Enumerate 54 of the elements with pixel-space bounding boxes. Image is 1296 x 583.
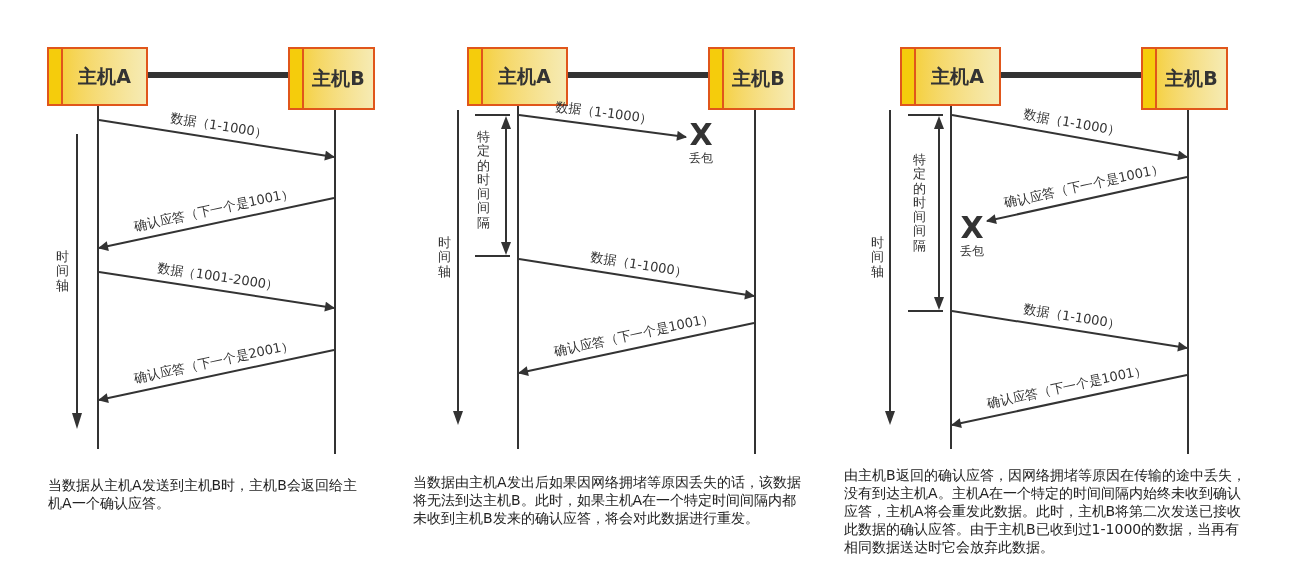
edge-label: 数据（1001-2000）	[156, 259, 281, 295]
connection-line	[568, 72, 708, 78]
caption-text: 由主机B返回的确认应答，因网络拥堵等原因在传输的途中丢失，没有到达主机A。主机A在一个特定的时间间隔内始终未收到确认应答，主机A将会重发此数据。此时，主机B将第二次发送已接收此数据的确认应答。由于主机B已收到过1-1000的数据，当再有相同数据送达时它会放弃此数据。	[844, 466, 1247, 556]
lost-label: 丢包	[689, 150, 713, 166]
host-box	[47, 47, 148, 106]
lifeline	[754, 110, 756, 454]
host-label: 主机B	[732, 66, 785, 92]
host-box	[708, 47, 795, 110]
caption-text: 当数据由主机A发出后如果因网络拥堵等原因丢失的话，该数据将无法到达主机B。此时，如果主机A在一个特定时间间隔内都未收到主机B发来的确认应答，将会对此数据进行重发。	[413, 473, 802, 527]
edge-label: 确认应答（下一个是2001）	[132, 337, 296, 388]
edge-label: 确认应答（下一个是1001）	[1002, 160, 1166, 212]
lifeline	[950, 106, 952, 449]
host-label: 主机A	[931, 64, 984, 90]
message-arrow	[518, 322, 755, 376]
host-label: 主机A	[78, 64, 131, 90]
message-arrow	[98, 271, 335, 312]
edge-label: 数据（1-1000）	[168, 110, 269, 142]
message-arrow	[518, 114, 687, 141]
message-arrow	[98, 349, 335, 403]
host-label: 主机B	[1165, 66, 1218, 92]
edge-label: 数据（1-1000）	[1021, 301, 1122, 333]
message-arrow	[951, 374, 1188, 428]
edge-label: 确认应答（下一个是1001）	[132, 185, 296, 236]
host-label: 主机A	[498, 64, 551, 90]
connection-line	[1001, 72, 1141, 78]
message-arrow	[986, 176, 1188, 224]
edge-label: 数据（1-1000）	[588, 249, 689, 281]
interval-label: 特定的时间间隔	[477, 130, 490, 231]
lost-label: 丢包	[960, 243, 984, 259]
host-label: 主机B	[312, 66, 365, 92]
message-arrow	[98, 197, 335, 251]
axis-label: 时间轴	[871, 236, 884, 279]
edge-label: 确认应答（下一个是1001）	[985, 362, 1149, 413]
edge-label: 数据（1-1000）	[1022, 106, 1122, 140]
message-arrow	[98, 119, 335, 161]
lifeline	[97, 106, 99, 449]
message-arrow	[951, 114, 1188, 161]
caption-text: 当数据从主机A发送到主机B时，主机B会返回给主机A一个确认应答。	[48, 476, 358, 512]
lifeline	[1187, 110, 1189, 454]
connection-line	[148, 72, 288, 78]
lost-mark: X	[689, 120, 713, 150]
lifeline	[334, 110, 336, 454]
host-box	[900, 47, 1001, 106]
axis-label: 时间轴	[438, 236, 451, 279]
host-box	[1141, 47, 1228, 110]
lost-mark: X	[960, 213, 984, 243]
interval-label: 特定的时间间隔	[913, 153, 926, 254]
lifeline	[517, 106, 519, 449]
message-arrow	[518, 258, 755, 300]
edge-label: 数据（1-1000）	[554, 98, 654, 128]
axis-label: 时间轴	[56, 250, 69, 293]
edge-label: 确认应答（下一个是1001）	[552, 310, 716, 361]
message-arrow	[951, 310, 1188, 352]
host-box	[288, 47, 375, 110]
